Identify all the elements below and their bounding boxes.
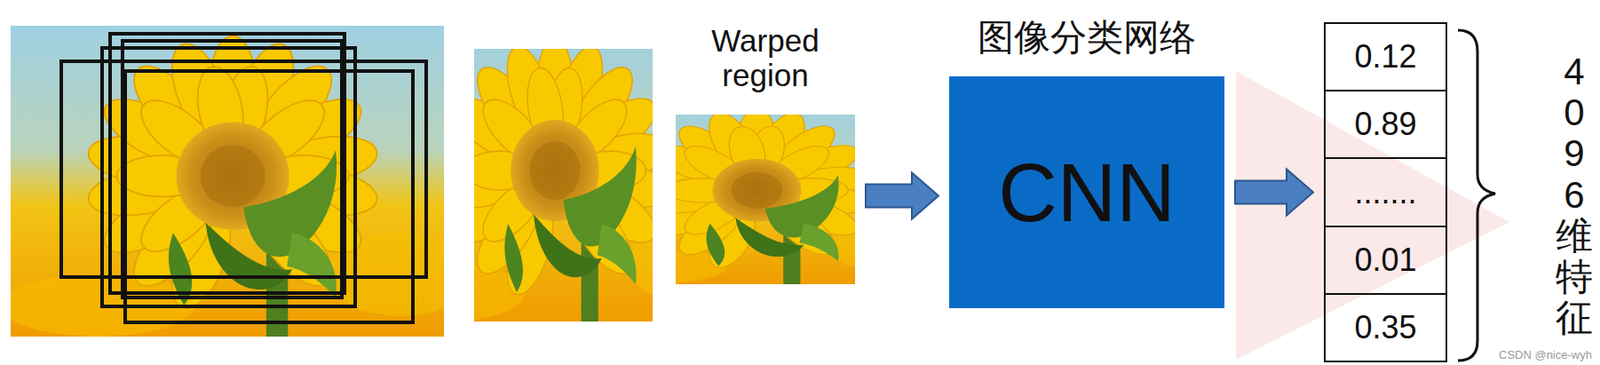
block-arrow [1235,169,1314,216]
watermark: CSDN @nice-wyh [1498,348,1593,362]
feature-vector-node: 0.120.89.......0.010.35 [1323,22,1448,363]
block-arrow [865,173,939,220]
table-cell: 0.12 [1325,23,1446,90]
network-heading: 图像分类网络 [949,15,1225,59]
network-name: CNN [998,151,1175,234]
table-cell: ....... [1325,157,1446,225]
cnn-node: 图像分类网络 CNN [949,15,1225,309]
table-cell: 0.35 [1325,293,1446,361]
feature-table: 0.120.89.......0.010.35 [1323,22,1448,363]
warped-image-frame [675,114,856,285]
table-cell: 0.89 [1325,89,1446,158]
region-heading: Warped region [675,23,856,93]
cnn-box: CNN [949,76,1225,309]
warped-region-node: Warped region [675,23,856,285]
table-cell: 0.01 [1325,225,1446,294]
feature-dimension-label: 4096维特征 [1555,51,1593,339]
